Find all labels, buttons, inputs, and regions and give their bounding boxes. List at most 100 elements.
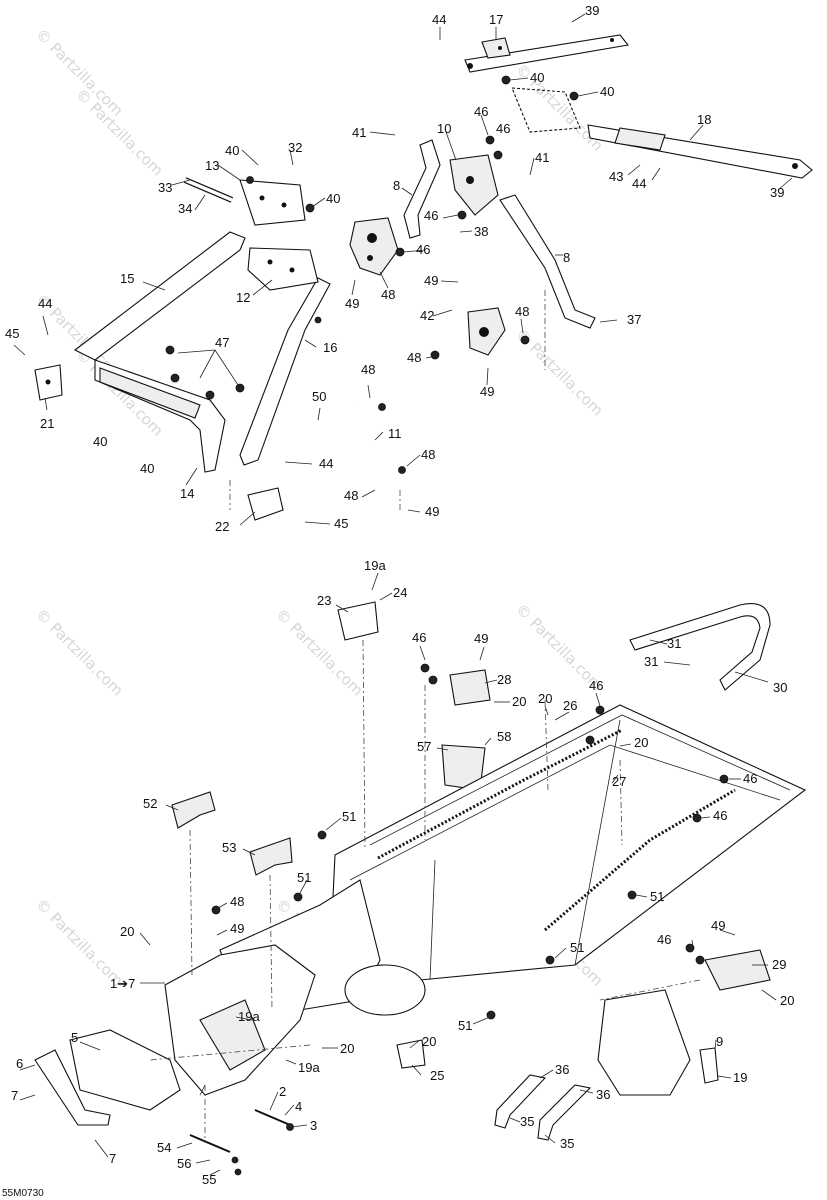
callout-label: 48	[381, 287, 395, 302]
callout-label: 35	[520, 1114, 534, 1129]
callout-label: 51	[650, 889, 664, 904]
callout-label: 48	[515, 304, 529, 319]
watermark: © Partzilla.com	[32, 605, 127, 700]
callout-labels: 44 17 39 40 40 46 10 46 41 18 40 32 13 3…	[5, 3, 794, 1187]
callout-label: 46	[424, 208, 438, 223]
part-35-36-sliders	[494, 1074, 592, 1141]
part-14-crossmember	[94, 359, 226, 473]
callout-label: 45	[5, 326, 19, 341]
callout-label: 49	[711, 918, 725, 933]
callout-label: 48	[344, 488, 358, 503]
callout-label: 40	[530, 70, 544, 85]
part-28-plate	[449, 669, 491, 706]
callout-label: 36	[555, 1062, 569, 1077]
callout-label: 46	[474, 104, 488, 119]
callout-label: 45	[334, 516, 348, 531]
leader-lines	[13, 13, 793, 1176]
part-9-extension	[597, 989, 719, 1096]
callout-label: 20	[120, 924, 134, 939]
callout-label: 12	[236, 290, 250, 305]
callout-label: 37	[627, 312, 641, 327]
callout-label: 38	[474, 224, 488, 239]
callout-label: 44	[38, 296, 52, 311]
part-53-plate	[249, 837, 293, 876]
callout-label: 55	[202, 1172, 216, 1187]
callout-label: 30	[773, 680, 787, 695]
callout-label: 44	[319, 456, 333, 471]
part-15-arm	[73, 231, 246, 361]
callout-label: 46	[496, 121, 510, 136]
callout-label: 17	[489, 12, 503, 27]
callout-label: 13	[205, 158, 219, 173]
part-25-bracket	[396, 1039, 426, 1069]
callout-label: 28	[497, 672, 511, 687]
callout-label: 15	[120, 271, 134, 286]
callout-label: 18	[697, 112, 711, 127]
callout-label: 57	[417, 739, 431, 754]
callout-label: 52	[143, 796, 157, 811]
callout-label: 40	[93, 434, 107, 449]
callout-label: 16	[323, 340, 337, 355]
callout-label: 20	[340, 1041, 354, 1056]
callout-label: 50	[312, 389, 326, 404]
part-30-bumper	[629, 603, 771, 691]
callout-label: 19a	[364, 558, 386, 573]
callout-label: 40	[140, 461, 154, 476]
callout-label: 49	[480, 384, 494, 399]
callout-label: 21	[40, 416, 54, 431]
callout-label: 48	[361, 362, 375, 377]
callout-label: 20	[634, 735, 648, 750]
part-10-block	[449, 154, 499, 216]
callout-label: 24	[393, 585, 407, 600]
callout-label: 49	[230, 921, 244, 936]
callout-label: 7	[109, 1151, 116, 1166]
callout-label: 19a	[238, 1009, 260, 1024]
callout-label: 19	[733, 1070, 747, 1085]
callout-label: 35	[560, 1136, 574, 1151]
callout-label: 46	[589, 678, 603, 693]
callout-label: 51	[570, 940, 584, 955]
part-22-bracket	[247, 487, 284, 521]
callout-label: 10	[437, 121, 451, 136]
callout-label: 46	[412, 630, 426, 645]
callout-label: 40	[326, 191, 340, 206]
part-11-link	[353, 404, 407, 491]
callout-label: 44	[432, 12, 446, 27]
callout-label: 39	[770, 185, 784, 200]
callout-label: 41	[352, 125, 366, 140]
callout-label: 11	[388, 426, 402, 441]
part-2-54-rods	[189, 1109, 291, 1153]
part-13-plate	[239, 179, 306, 226]
callout-label: 41	[535, 150, 549, 165]
callout-label: 46	[416, 242, 430, 257]
callout-label: 49	[424, 273, 438, 288]
callout-label: 56	[177, 1156, 191, 1171]
callout-label: 23	[317, 593, 331, 608]
callout-label: 27	[612, 774, 626, 789]
callout-label: 46	[713, 808, 727, 823]
callout-label: 14	[180, 486, 194, 501]
callout-label: 25	[430, 1068, 444, 1083]
callout-label: 43	[609, 169, 623, 184]
callout-label: 53	[222, 840, 236, 855]
watermark: © Partzilla.com	[32, 25, 127, 120]
callout-label: 39	[585, 3, 599, 18]
callout-label: 42	[420, 308, 434, 323]
part-18-rail	[511, 87, 813, 179]
callout-label: 29	[772, 957, 786, 972]
callout-label: 44	[632, 176, 646, 191]
callout-label: 32	[288, 140, 302, 155]
callout-label: 20	[538, 691, 552, 706]
parts-artwork	[34, 34, 813, 1176]
callout-label: 46	[743, 771, 757, 786]
callout-label: 49	[474, 631, 488, 646]
callout-label: 20	[780, 993, 794, 1008]
callout-label: 6	[16, 1056, 23, 1071]
callout-label: 51	[342, 809, 356, 824]
callout-label: 46	[657, 932, 671, 947]
callout-label: 36	[596, 1087, 610, 1102]
callout-label: 20	[422, 1034, 436, 1049]
callout-label: 58	[497, 729, 511, 744]
fasteners	[165, 75, 729, 1176]
